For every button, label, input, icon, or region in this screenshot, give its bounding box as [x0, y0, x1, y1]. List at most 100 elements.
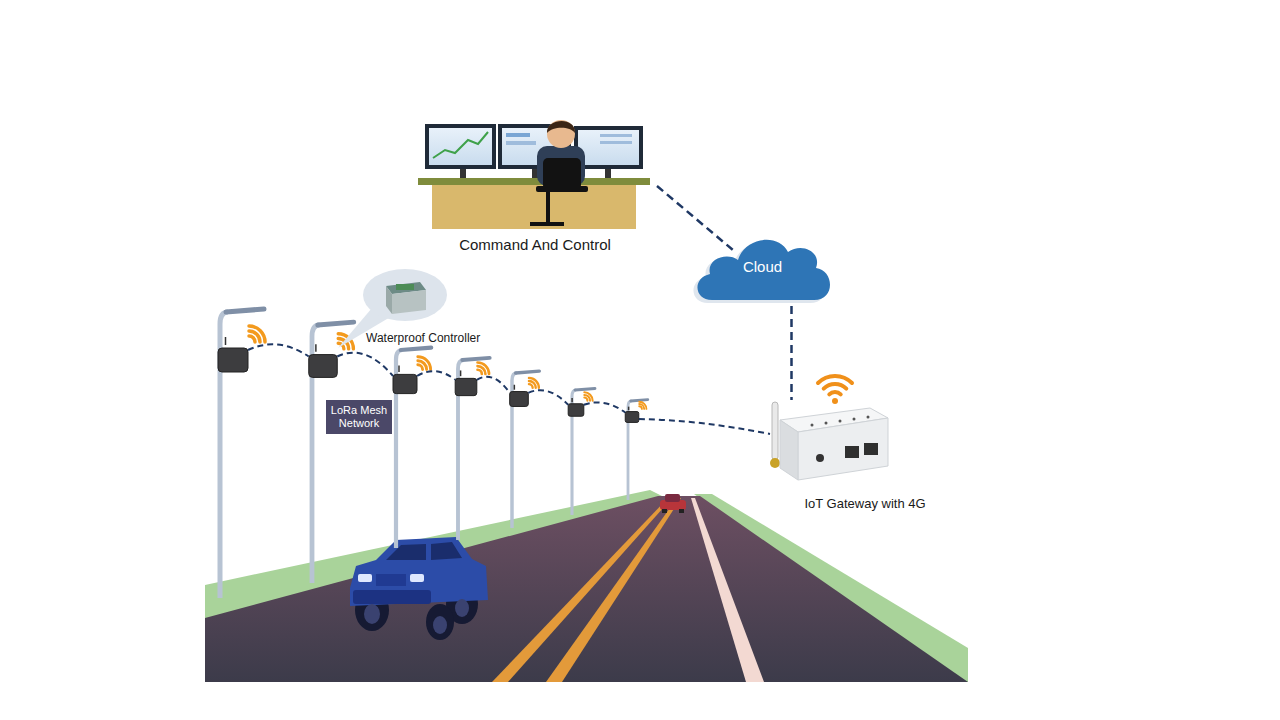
node-text: Cloud	[743, 258, 782, 276]
red-car	[660, 494, 686, 513]
jeep	[386, 544, 426, 560]
jeep	[455, 599, 469, 617]
cloud-shape	[697, 240, 830, 300]
jeep	[433, 616, 447, 634]
street-lamp	[529, 381, 536, 388]
street-lamp	[584, 392, 592, 400]
street-lamp	[478, 366, 486, 374]
red-car	[665, 494, 680, 502]
street-lamp	[639, 406, 642, 409]
workstation	[578, 130, 639, 165]
jeep	[364, 604, 380, 624]
workstation	[506, 141, 536, 145]
controller-callout	[363, 269, 447, 321]
iot-gateway-device	[798, 418, 888, 480]
workstation-node: Command And Control	[413, 118, 657, 254]
controller-callout	[386, 286, 392, 314]
street-lamp	[639, 404, 644, 409]
street-lamp	[514, 385, 516, 390]
street-lamp	[625, 412, 639, 423]
lane-line	[546, 498, 681, 682]
jeep	[350, 537, 488, 606]
street-lamp	[568, 404, 584, 416]
workstation	[536, 186, 588, 192]
street-lamp	[393, 374, 417, 393]
iot-gateway-device	[845, 446, 859, 458]
gateway-wifi-symbol	[824, 384, 847, 389]
street-lamp	[460, 370, 462, 376]
dashed-connector	[657, 186, 736, 253]
street-lamp	[309, 355, 338, 378]
street-lamp	[418, 361, 427, 370]
network-tag: LoRa Mesh Network	[326, 400, 392, 434]
dashed-connector	[790, 306, 793, 400]
node-text: LoRa Mesh Network	[330, 404, 388, 430]
red-car	[679, 509, 684, 513]
controller-callout	[396, 284, 414, 290]
street-lamp	[529, 384, 533, 388]
iot-gateway-device	[811, 424, 814, 427]
workstation	[432, 185, 636, 229]
street-lamp	[318, 322, 354, 325]
jeep	[376, 574, 406, 586]
street-lamp	[584, 395, 590, 401]
road-scene	[205, 490, 968, 682]
workstation	[429, 128, 492, 165]
mesh-link	[248, 344, 770, 434]
iot-gateway-device	[867, 416, 870, 419]
street-lamp	[462, 358, 489, 360]
node-text: Command And Control	[413, 236, 657, 254]
street-lamp	[218, 348, 248, 372]
street-lamp	[398, 366, 400, 372]
street-lamps	[218, 309, 770, 598]
mesh-link	[337, 353, 393, 376]
jeep	[426, 604, 454, 640]
street-lamp	[510, 371, 540, 528]
street-lamp	[401, 348, 431, 350]
street-lamp	[218, 309, 265, 598]
street-lamp	[418, 357, 431, 370]
street-lamp	[455, 358, 489, 540]
iot-gateway-device	[825, 422, 828, 425]
red-car	[662, 509, 667, 513]
iot-gateway-device	[853, 418, 856, 421]
iot-gateway-device	[839, 420, 842, 423]
workstation	[600, 141, 632, 144]
street-lamp	[478, 370, 482, 374]
street-lamp	[628, 407, 630, 411]
street-lamp	[478, 363, 490, 375]
street-lamp	[226, 309, 264, 312]
street-lamp	[249, 336, 255, 342]
workstation	[547, 120, 575, 148]
jeep	[353, 590, 431, 604]
workstation	[506, 133, 530, 137]
gateway-wifi-symbol	[818, 376, 852, 383]
jeep	[431, 542, 462, 560]
workstation	[530, 222, 564, 226]
lane-line	[691, 498, 764, 682]
jeep	[410, 574, 424, 582]
street-lamp	[225, 337, 227, 345]
street-lamp	[418, 365, 423, 370]
street-lamp	[571, 398, 573, 402]
workstation	[600, 134, 632, 137]
gateway-node: IoT Gateway with 4G	[775, 400, 955, 512]
workstation	[433, 132, 488, 158]
street-lamp	[510, 392, 529, 407]
street-lamp	[249, 326, 265, 342]
mesh-link	[639, 419, 770, 434]
iot-gateway-device	[772, 402, 778, 460]
workstation	[418, 178, 650, 185]
mesh-link	[417, 371, 455, 380]
street-lamp	[584, 398, 587, 401]
street-lamp	[575, 388, 595, 390]
iot-gateway-device	[770, 402, 888, 480]
label-text: Waterproof Controller	[366, 331, 480, 345]
mesh-link	[584, 402, 625, 412]
gateway-wifi-symbol	[818, 376, 852, 404]
workstation	[543, 158, 581, 190]
